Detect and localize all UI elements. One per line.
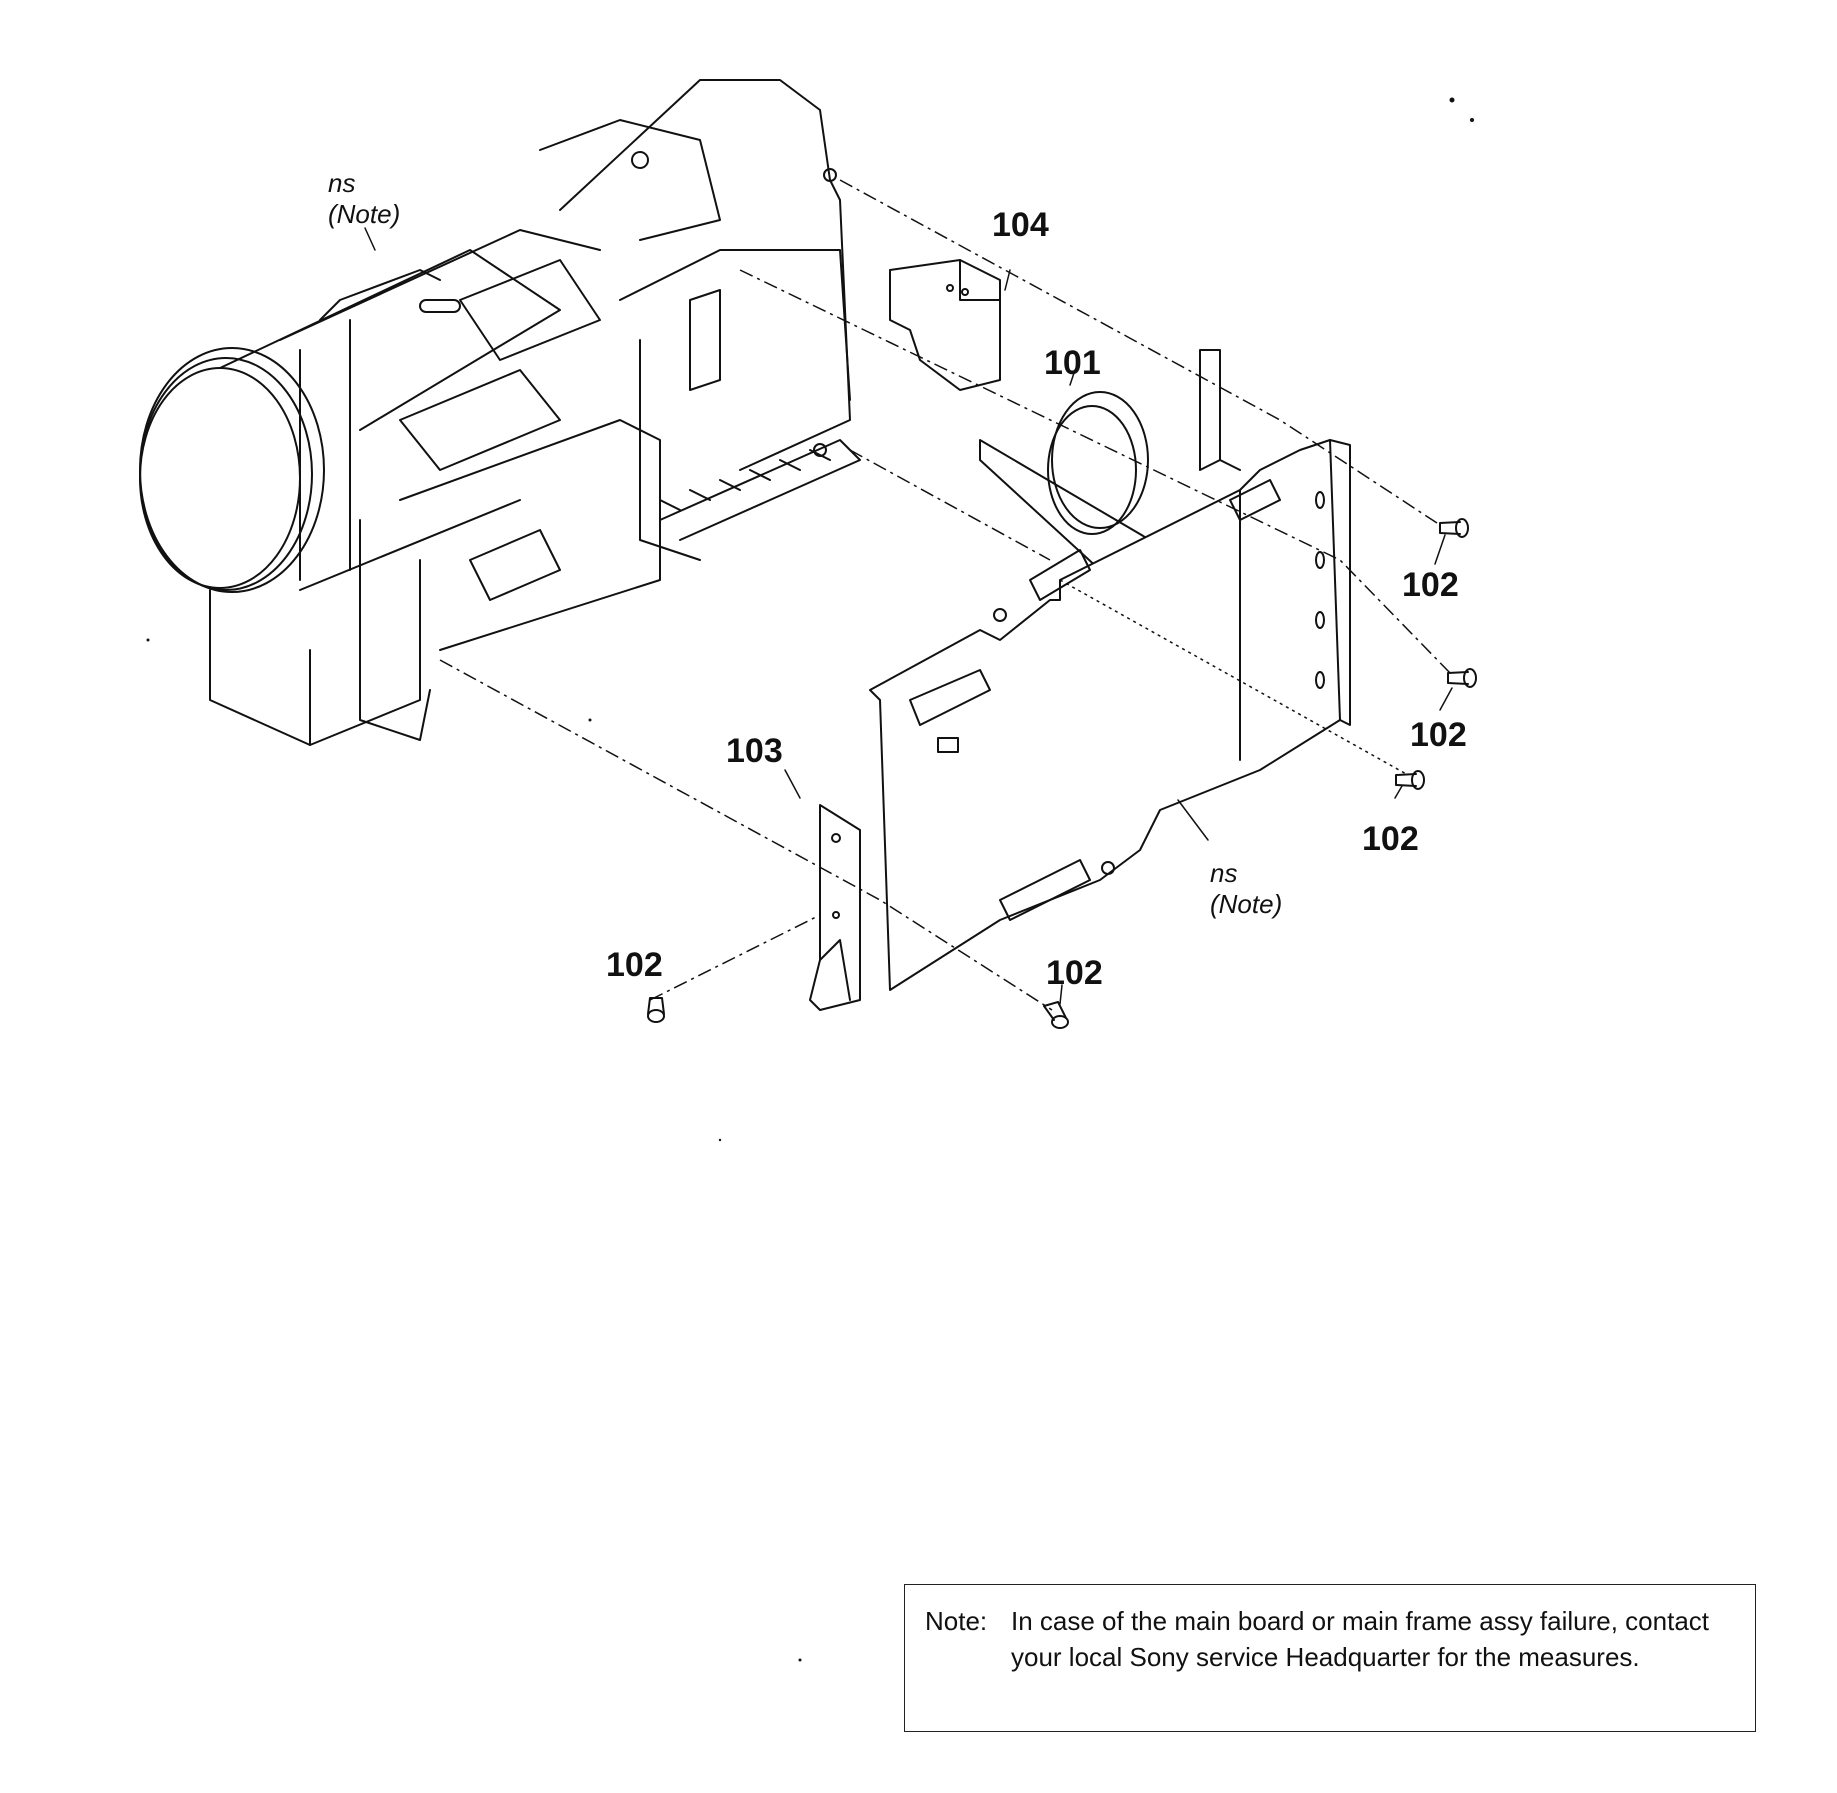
ns-note-label-right: ns (Note) <box>1210 858 1282 920</box>
callout-102-lower-left: 102 <box>606 946 663 984</box>
lens-barrel <box>139 229 601 593</box>
callout-102-middle-right: 102 <box>1410 716 1467 754</box>
main-board <box>869 349 1351 991</box>
callout-104: 104 <box>992 206 1049 244</box>
note-text: (Note) <box>1210 889 1283 920</box>
ns-text: ns <box>328 168 356 198</box>
assembly-guide-lines <box>439 179 1453 1011</box>
note-prefix: Note: <box>925 1606 988 1636</box>
part-103-bracket <box>809 804 861 1011</box>
note-body: In case of the main board or main frame … <box>1011 1606 1710 1672</box>
stray-marks <box>146 97 1474 1662</box>
callout-102-lower-right: 102 <box>1362 820 1419 858</box>
ns-note-label-left: ns (Note) <box>328 168 400 230</box>
ns-text: ns <box>1210 858 1238 888</box>
callout-102-upper-right: 102 <box>1402 566 1459 604</box>
screws-102 <box>647 518 1477 1029</box>
note-text: (Note) <box>328 199 401 230</box>
callout-102-lower-center: 102 <box>1046 954 1103 992</box>
mechanism-chassis <box>209 79 861 746</box>
callout-103: 103 <box>726 732 783 770</box>
leader-lines <box>364 227 1453 1005</box>
callout-101: 101 <box>1044 344 1101 382</box>
part-104-bracket <box>889 259 1001 391</box>
service-note-box: Note: In case of the main board or main … <box>904 1584 1756 1732</box>
